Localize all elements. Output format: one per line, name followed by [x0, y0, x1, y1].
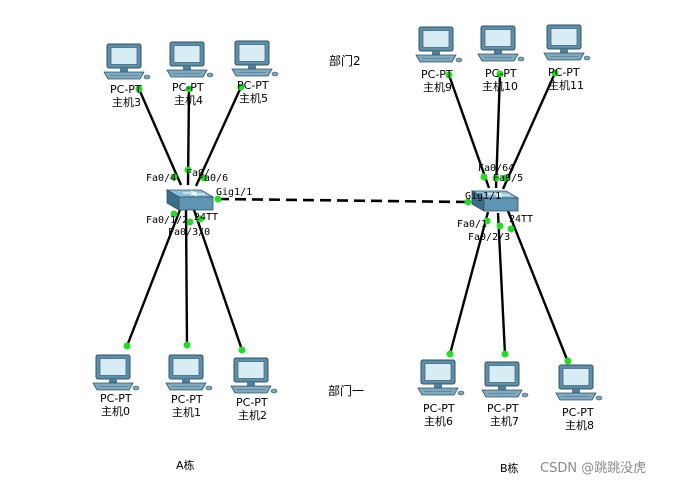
pc-host3-name: 主机3: [112, 95, 141, 109]
link-pc5-switch-a: [194, 86, 243, 187]
pc-host10-name: 主机10: [482, 79, 518, 93]
pc-host1-name: 主机1: [172, 405, 201, 419]
label-dept2: 部门2: [329, 53, 361, 68]
switch-a-port-fa0: Fa0/: [186, 168, 210, 179]
label-building-a: A栋: [176, 458, 195, 472]
pc-host2[interactable]: [230, 357, 278, 394]
link-pc3-switch-a: [137, 88, 183, 186]
pc-host4[interactable]: [166, 41, 214, 78]
pc-host5[interactable]: [231, 40, 279, 77]
pc-host10-type: PC-PT: [485, 67, 517, 80]
pc-host9[interactable]: [415, 26, 463, 63]
pc-host3-type: PC-PT: [110, 83, 142, 96]
link-pc8-switch-b: [506, 210, 570, 363]
switch-a-port-gig1-1: Gig1/1: [216, 187, 252, 198]
switch-a-port-labels: Fa0/4 Fa0/ Fa0/6 Gig1/1 Fa0/1/2 24TT Fa0…: [146, 168, 252, 238]
port-leds: [123, 69, 572, 365]
pc-labels: PC-PT 主机3 PC-PT 主机4 PC-PT 主机5 PC-PT 主机9 …: [100, 66, 594, 432]
pc-host7-type: PC-PT: [487, 402, 519, 415]
switch-a-port-fa0-6: Fa0/6: [198, 173, 228, 184]
pc-host8-type: PC-PT: [562, 406, 594, 419]
switch-b-model: 24TT: [509, 214, 533, 225]
links-building-b: [447, 72, 570, 363]
pc-host4-type: PC-PT: [172, 81, 204, 94]
pc-host6-name: 主机6: [424, 414, 453, 428]
pc-host0[interactable]: [92, 354, 140, 391]
link-pc0-switch-a: [125, 209, 182, 347]
link-pc6-switch-b: [448, 211, 490, 355]
switch-b-port-fa0-64: Fa0/64: [478, 163, 514, 174]
switch-a-model: 24TT: [194, 212, 218, 223]
label-building-b: B栋: [500, 461, 519, 475]
pc-host5-type: PC-PT: [237, 79, 269, 92]
pc-host7-name: 主机7: [490, 414, 519, 428]
pc-host0-type: PC-PT: [100, 392, 132, 405]
pc-host0-name: 主机0: [101, 404, 130, 418]
pc-host6[interactable]: [417, 359, 465, 396]
switch-b-port-gig1-1: Gig1/1: [465, 191, 501, 202]
pc-host6-type: PC-PT: [423, 402, 455, 415]
switch-b-port-fa0-2-3: Fa0/2/3: [468, 232, 510, 243]
switch-b-port-fa0-5: Fa0/5: [493, 173, 523, 184]
pc-host8-name: 主机8: [565, 418, 594, 432]
pc-host3[interactable]: [103, 43, 151, 80]
pc-host8[interactable]: [555, 364, 603, 401]
link-pc10-switch-b: [494, 73, 502, 189]
switch-b-port-labels: Fa0/64 Fa0/5 Gig1/1 Fa0/1 24TT Fa0/2/3: [457, 163, 533, 243]
link-pc1-switch-a: [184, 209, 189, 347]
pc-host11[interactable]: [543, 24, 591, 61]
pc-host1[interactable]: [165, 354, 213, 391]
pc-host9-name: 主机9: [423, 80, 452, 94]
pc-host10[interactable]: [477, 25, 525, 62]
switch-b-port-fa0-1: Fa0/1: [457, 219, 487, 230]
link-trunk-switch-a-switch-b: [217, 197, 469, 204]
link-pc7-switch-b: [496, 212, 507, 355]
pc-host2-type: PC-PT: [236, 396, 268, 409]
link-pc11-switch-b: [501, 72, 557, 190]
label-dept1: 部门一: [328, 383, 364, 398]
pc-host11-type: PC-PT: [548, 66, 580, 79]
pc-host2-name: 主机2: [238, 408, 267, 422]
pc-host11-name: 主机11: [548, 78, 584, 92]
pc-host4-name: 主机4: [174, 93, 203, 107]
pc-host5-name: 主机5: [239, 91, 268, 105]
watermark: CSDN @跳跳没虎: [540, 461, 646, 476]
switch-a-port-fa0-4: Fa0/4: [146, 173, 176, 184]
links-building-a: [125, 86, 244, 351]
pc-host9-type: PC-PT: [421, 68, 453, 81]
link-pc2-switch-a: [192, 209, 244, 351]
link-pc9-switch-b: [447, 74, 491, 189]
switch-a-port-fa0-3-0: Fa0/3/0: [168, 227, 210, 238]
pc-host1-type: PC-PT: [171, 393, 203, 406]
switch-a[interactable]: [166, 189, 214, 211]
pc-host7[interactable]: [481, 361, 529, 398]
switch-a-port-fa0-1-2: Fa0/1/2: [146, 215, 188, 226]
